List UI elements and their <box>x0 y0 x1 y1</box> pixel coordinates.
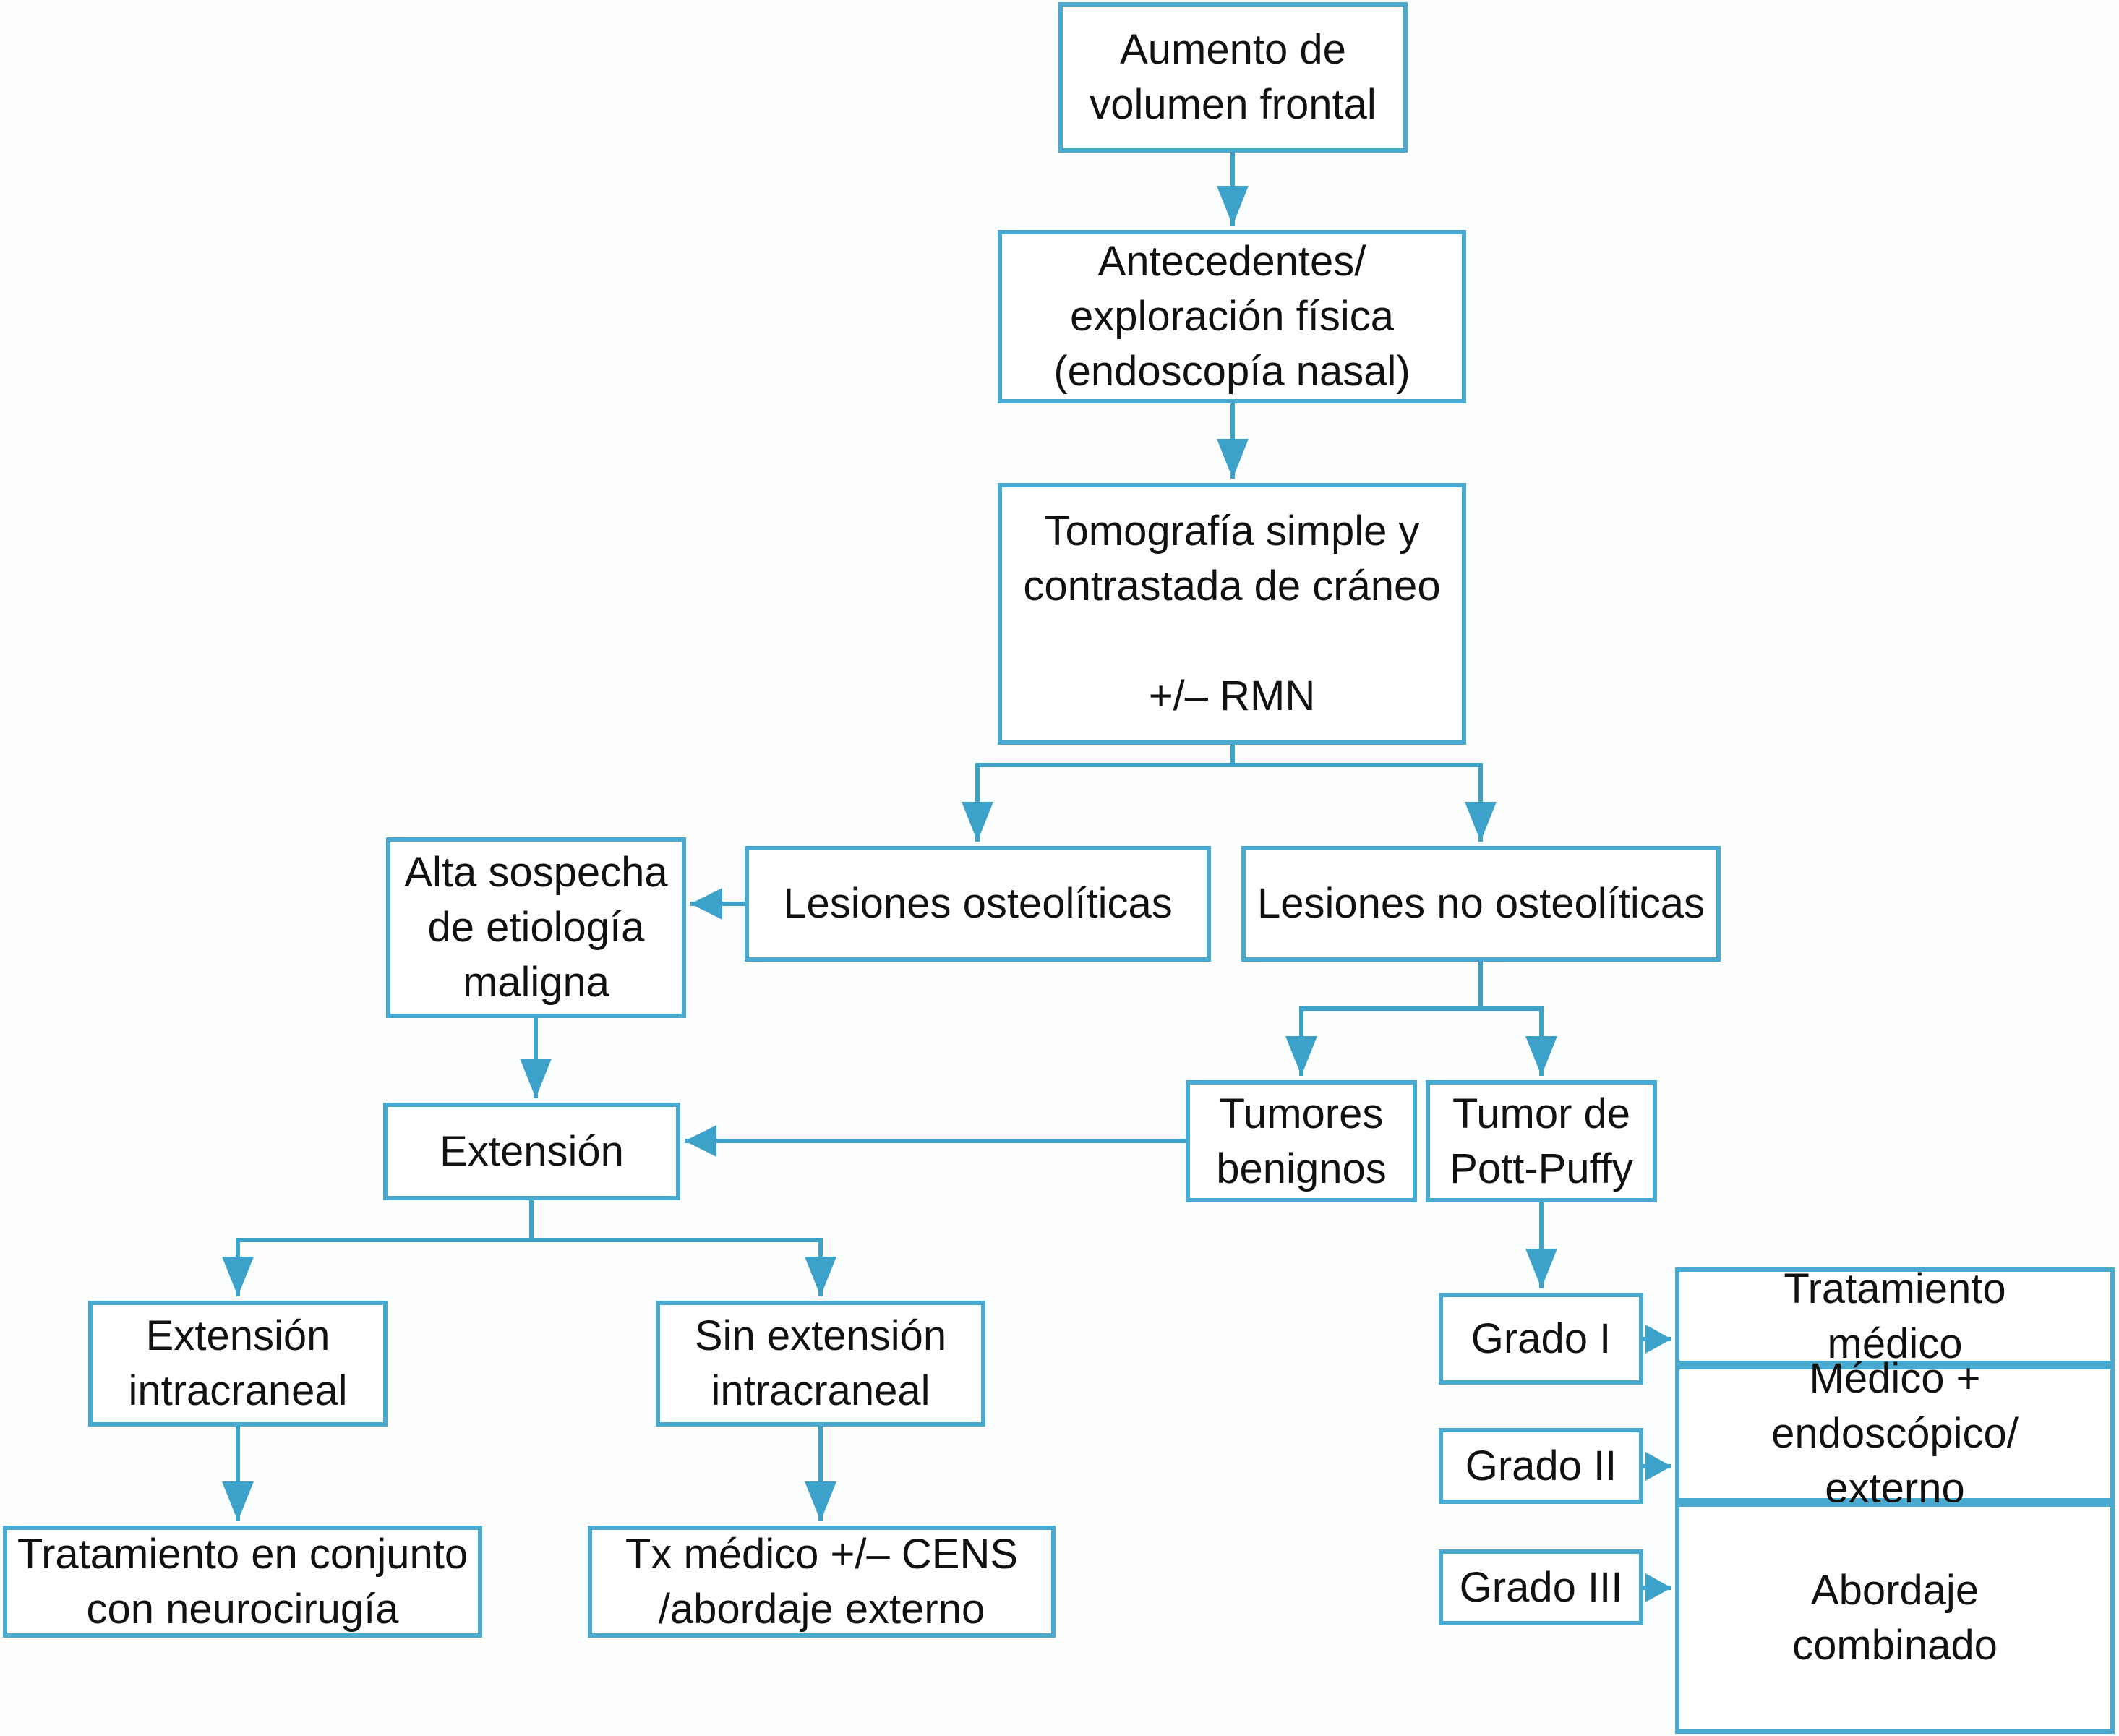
node-grado-1: Grado I <box>1439 1293 1643 1385</box>
node-label-line: Grado I <box>1471 1314 1611 1362</box>
node-label-line: médico <box>1827 1320 1963 1367</box>
node-label-line: Tratamiento en conjunto <box>17 1530 468 1578</box>
arrowhead-icon <box>1217 186 1249 226</box>
edge-lesiones-no-osteoliticas-to-tumor-pott-puffy <box>1478 962 1544 1076</box>
node-label-line: Pott-Puffy <box>1450 1145 1633 1192</box>
node-label-line: de etiología <box>427 904 645 951</box>
node-tx-medico-cens: Tx médico +/– CENS/abordaje externo <box>588 1526 1056 1638</box>
node-sin-extension-intracraneal: Sin extensión intracraneal <box>656 1301 985 1427</box>
node-label-line <box>1226 614 1238 669</box>
node-label-line: Extensión <box>145 1312 330 1359</box>
node-label-line: Grado II <box>1465 1442 1617 1489</box>
edge-lesiones-no-osteoliticas-to-tumores-benignos <box>1299 962 1483 1076</box>
arrowhead-icon <box>520 1059 552 1098</box>
arrowhead-icon <box>1285 1036 1317 1076</box>
node-label-line: Grado III <box>1459 1563 1623 1611</box>
edge-extension-to-sin-extension-intracraneal <box>529 1200 823 1296</box>
node-label-line: /abordaje externo <box>658 1585 985 1633</box>
arrowhead-icon <box>805 1481 836 1521</box>
node-tumores-benignos: Tumores benignos <box>1186 1080 1417 1202</box>
node-label-line: Abordaje <box>1810 1567 1979 1614</box>
node-lesiones-osteoliticas: Lesiones osteolíticas <box>745 846 1211 962</box>
node-label-line: con neurocirugía <box>86 1585 399 1633</box>
arrowhead-icon <box>962 802 993 842</box>
node-label-line: Aumento de <box>1120 26 1346 73</box>
node-aumento-volumen-frontal: Aumento de volumen frontal <box>1058 2 1408 153</box>
arrowhead-icon <box>1525 1036 1557 1076</box>
node-tratamiento-conjunto-neurocirugia: Tratamiento en conjunto con neurocirugía <box>3 1526 482 1638</box>
node-label-line: benignos <box>1216 1145 1387 1192</box>
edge-extension-to-extension-intracraneal <box>236 1200 534 1296</box>
node-label-line: Tx médico +/– CENS <box>625 1530 1019 1578</box>
arrowhead-icon <box>1465 802 1497 842</box>
node-extension-intracraneal: Extensión intracraneal <box>88 1301 388 1427</box>
node-tomografia: Tomografía simple y contrastada de cráneo… <box>998 483 1466 745</box>
node-label-line: Sin extensión <box>694 1312 947 1359</box>
node-extension: Extensión <box>383 1103 680 1200</box>
node-label-line: Médico + <box>1809 1355 1981 1402</box>
node-label-line: Lesiones no osteolíticas <box>1257 880 1705 927</box>
node-label-line: intracraneal <box>128 1367 348 1414</box>
node-label-line: endoscópico/ <box>1771 1410 2019 1457</box>
node-label-line: Tomografía simple y <box>1044 508 1420 555</box>
node-label-line: Tratamiento <box>1784 1265 2006 1312</box>
node-tratamiento-medico: Tratamiento médico <box>1675 1265 2115 1367</box>
arrowhead-icon <box>222 1481 254 1521</box>
node-alta-sospecha-maligna: Alta sospecha de etiología maligna <box>386 837 686 1018</box>
node-label-line: volumen frontal <box>1090 81 1377 128</box>
node-label-line: Antecedentes/ <box>1097 238 1366 285</box>
arrowhead-icon <box>1645 1325 1671 1354</box>
node-tumor-pott-puffy: Tumor de Pott-Puffy <box>1426 1080 1657 1202</box>
node-label-line: intracraneal <box>711 1367 930 1414</box>
node-label-line: combinado <box>1792 1622 1998 1669</box>
node-label-line: contrastada de cráneo <box>1023 563 1441 610</box>
node-label-line: (endoscopía nasal) <box>1053 348 1410 395</box>
node-label-line: Alta sospecha <box>404 849 668 896</box>
node-label-line: exploración física <box>1069 293 1395 340</box>
arrowhead-icon <box>690 888 722 920</box>
node-medico-endoscopico-externo: Médico +endoscópico/externo <box>1675 1355 2115 1512</box>
node-label-line: Tumores <box>1219 1090 1384 1137</box>
node-label-line: Tumor de <box>1452 1090 1631 1137</box>
edge-tomografia-to-lesiones-no-osteoliticas <box>1230 745 1483 842</box>
node-label-line: maligna <box>462 959 610 1006</box>
node-lesiones-no-osteoliticas: Lesiones no osteolíticas <box>1241 846 1721 962</box>
node-label-line: Lesiones osteolíticas <box>783 880 1173 927</box>
node-label-line: +/– RMN <box>1148 672 1316 719</box>
node-abordaje-combinado: Abordaje combinado <box>1675 1502 2115 1734</box>
edge-tomografia-to-lesiones-osteoliticas <box>975 745 1235 842</box>
node-label-line: Extensión <box>440 1127 624 1175</box>
arrowhead-icon <box>1217 439 1249 479</box>
arrowhead-icon <box>222 1257 254 1296</box>
arrowhead-icon <box>1645 1452 1671 1481</box>
node-grado-3: Grado III <box>1439 1549 1643 1625</box>
arrowhead-icon <box>685 1125 716 1157</box>
node-grado-2: Grado II <box>1439 1428 1643 1504</box>
arrowhead-icon <box>805 1257 836 1296</box>
node-antecedentes-exploracion: Antecedentes/exploración física (endoscop… <box>998 230 1466 403</box>
arrowhead-icon <box>1645 1573 1671 1602</box>
arrowhead-icon <box>1525 1249 1557 1288</box>
